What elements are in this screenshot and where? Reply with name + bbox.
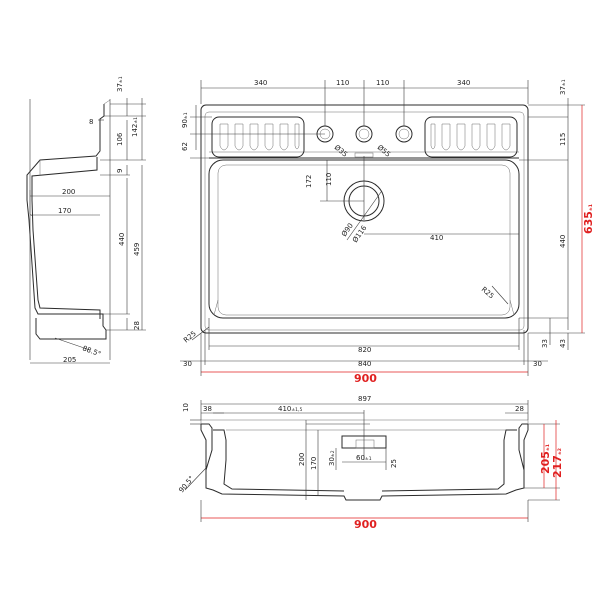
section-dim-angle: 90.5° bbox=[177, 475, 195, 495]
side-profile-outer bbox=[26, 104, 107, 340]
side-dim-440: 440 bbox=[118, 233, 126, 246]
side-dim-106: 106 bbox=[116, 132, 124, 146]
top-dim-33: 33 bbox=[541, 339, 549, 348]
top-dim-440: 440 bbox=[559, 235, 567, 248]
top-dim-r25-right: R25 bbox=[480, 285, 496, 300]
top-dim-340-left: 340 bbox=[254, 79, 267, 87]
side-dim-angle: 88.5° bbox=[81, 344, 102, 358]
top-dim-30-left: 30 bbox=[183, 360, 192, 368]
side-dim-205: 205 bbox=[63, 356, 76, 364]
side-dim-8: 8 bbox=[89, 118, 93, 126]
top-dim-r25-left: R25 bbox=[182, 330, 198, 345]
tap-hole-center bbox=[355, 125, 373, 143]
top-dim-172: 172 bbox=[305, 175, 313, 188]
side-dim-200: 200 bbox=[62, 188, 75, 196]
top-outer-rim bbox=[200, 104, 529, 334]
section-dim-60: 60±1 bbox=[356, 454, 372, 462]
side-dim-170: 170 bbox=[58, 207, 71, 215]
tap-hole-right bbox=[395, 125, 413, 143]
side-dim-28: 28 bbox=[133, 321, 141, 330]
section-dim-205: 205±1 bbox=[539, 444, 552, 474]
top-dim-635: 635±1 bbox=[582, 204, 595, 234]
section-dim-200: 200 bbox=[298, 453, 306, 466]
section-dim-10: 10 bbox=[182, 403, 190, 412]
top-dim-115: 115 bbox=[559, 133, 567, 146]
side-dim-37: 37±1 bbox=[116, 76, 124, 92]
top-dim-340-right: 340 bbox=[457, 79, 470, 87]
section-dim-170: 170 bbox=[310, 457, 318, 470]
top-dim-37: 37±1 bbox=[559, 79, 567, 95]
top-dim-62: 62 bbox=[181, 142, 189, 151]
top-dim-dia35: Ø35 bbox=[333, 143, 349, 158]
section-dim-217: 217±2 bbox=[551, 448, 564, 478]
side-view: 37±1 8 106 142±1 9 200 170 440 459 28 88… bbox=[26, 76, 146, 364]
top-dim-43: 43 bbox=[559, 339, 567, 348]
section-dim-410: 410±1,5 bbox=[278, 405, 302, 413]
top-dim-820: 820 bbox=[358, 346, 371, 354]
side-dim-459: 459 bbox=[133, 243, 141, 256]
section-dim-30: 30±2 bbox=[328, 450, 336, 466]
section-dim-28: 28 bbox=[515, 405, 524, 413]
side-profile-inner bbox=[31, 157, 101, 319]
section-dim-897: 897 bbox=[358, 395, 371, 403]
top-dim-30-right: 30 bbox=[533, 360, 542, 368]
top-dim-dia55: Ø55 bbox=[376, 143, 392, 158]
top-dim-90: 90±1 bbox=[181, 112, 189, 128]
section-dim-25: 25 bbox=[390, 459, 398, 468]
section-view: 897 10 38 410±1,5 28 200 170 30±2 60±1 2… bbox=[177, 395, 564, 531]
top-dim-840: 840 bbox=[358, 360, 371, 368]
right-drain-ribs bbox=[424, 116, 518, 158]
side-dim-9: 9 bbox=[116, 169, 124, 173]
section-outer bbox=[201, 423, 528, 501]
side-dim-142: 142±1 bbox=[131, 117, 139, 137]
left-drain-ribs bbox=[211, 116, 305, 158]
top-dim-110-left: 110 bbox=[336, 79, 349, 87]
top-dim-410: 410 bbox=[430, 234, 443, 242]
section-dim-38: 38 bbox=[203, 405, 212, 413]
section-dim-900: 900 bbox=[354, 518, 377, 531]
top-dim-110: 110 bbox=[325, 173, 333, 186]
top-dim-900: 900 bbox=[354, 372, 377, 385]
top-view: 340 110 110 340 37±1 90±1 62 115 Ø35 Ø55… bbox=[180, 79, 595, 385]
top-dim-110-right: 110 bbox=[376, 79, 389, 87]
